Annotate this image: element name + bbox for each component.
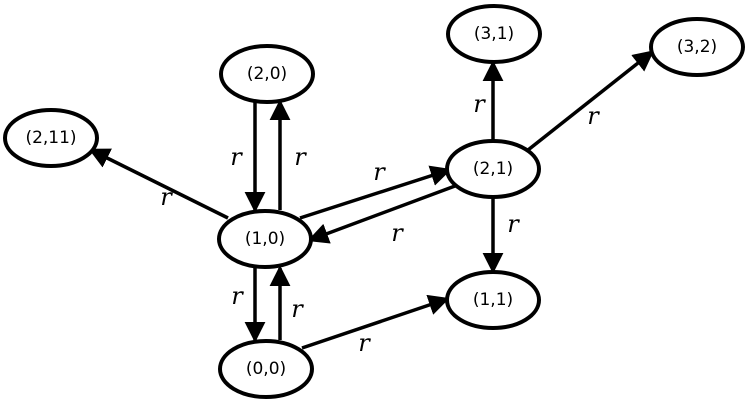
edge-label-n10-to-n00: r xyxy=(231,282,244,310)
node-ellipse xyxy=(649,17,745,77)
node-ellipse xyxy=(217,209,313,269)
node-ellipse xyxy=(218,339,314,399)
node-ellipse xyxy=(219,44,315,104)
edge-label-n20-to-n10: r xyxy=(230,143,243,171)
node-label: (0,0) xyxy=(246,359,286,379)
edge-label-n21-to-n31: r xyxy=(473,90,486,118)
edge-label-n21-to-n11: r xyxy=(507,210,520,238)
node-ellipse xyxy=(445,139,541,199)
node-n31: (3,1) xyxy=(446,4,542,64)
edge-labels-layer: r r r r r r r r r r r xyxy=(160,90,600,357)
node-ellipse xyxy=(446,4,542,64)
node-n00: (0,0) xyxy=(218,339,314,399)
edge-arrow-n21-to-n10 xyxy=(307,184,456,244)
edge-label-n00-to-n10: r xyxy=(291,295,304,323)
node-label: (3,2) xyxy=(677,37,717,57)
node-label: (2,11) xyxy=(25,128,76,148)
edge-label-n21-to-n10: r xyxy=(391,219,404,247)
nodes-layer: (2,0) (2,11) (1,0) (0,0) (3,1) (3,2) (2,1) (1,1… xyxy=(3,4,745,399)
edge-arrow-n10-to-n21 xyxy=(299,165,452,220)
node-n10: (1,0) xyxy=(217,209,313,269)
node-label: (1,0) xyxy=(245,229,285,249)
node-label: (1,1) xyxy=(473,290,513,310)
edge-label-n10-to-n211: r xyxy=(160,183,173,211)
edges-layer xyxy=(88,50,655,350)
node-label: (3,1) xyxy=(474,24,514,44)
edge-label-n10-to-n21: r xyxy=(373,158,386,186)
node-label: (2,0) xyxy=(247,64,287,84)
node-ellipse xyxy=(445,270,541,330)
edge-label-n10-to-n20: r xyxy=(294,143,307,171)
node-n32: (3,2) xyxy=(649,17,745,77)
node-n21: (2,1) xyxy=(445,139,541,199)
edge-arrow-n21-to-n32 xyxy=(526,50,655,152)
node-n211: (2,11) xyxy=(3,108,99,168)
node-ellipse xyxy=(3,108,99,168)
edge-arrow-n00-to-n11 xyxy=(301,294,450,350)
edge-label-n00-to-n11: r xyxy=(358,329,371,357)
node-n20: (2,0) xyxy=(219,44,315,104)
node-n11: (1,1) xyxy=(445,270,541,330)
edge-label-n21-to-n32: r xyxy=(587,102,600,130)
node-label: (2,1) xyxy=(473,159,513,179)
edge-arrow-n10-to-n211 xyxy=(88,148,229,220)
